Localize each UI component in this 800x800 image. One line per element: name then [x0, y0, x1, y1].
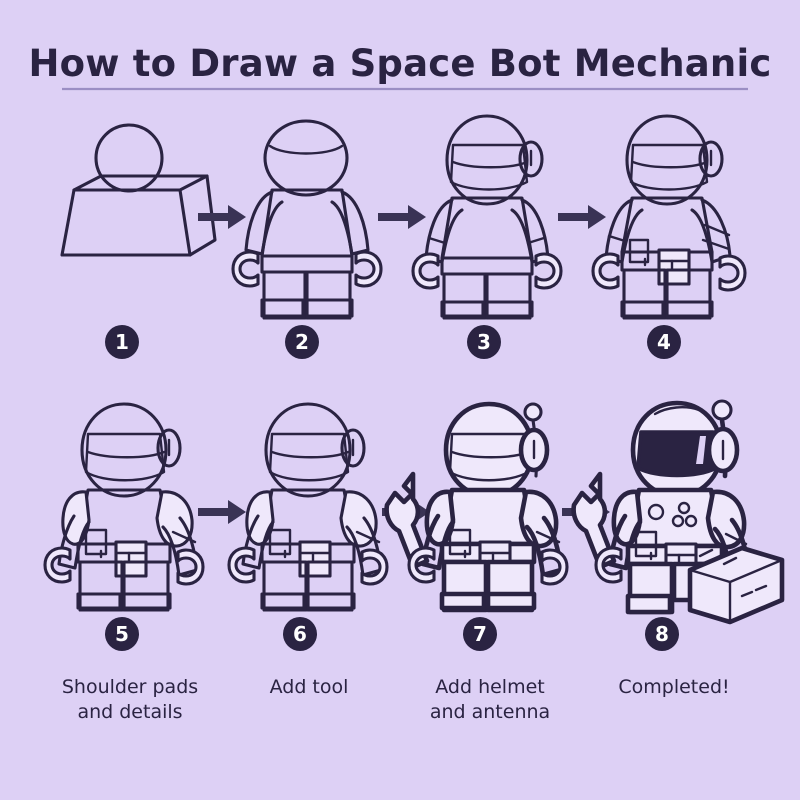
step-6-number: 6 [293, 622, 307, 646]
step-5-badge: 5 [105, 617, 139, 651]
arrow-3 [558, 205, 606, 229]
arrow-4 [198, 500, 246, 524]
step-2-badge: 2 [285, 325, 319, 359]
step-1-badge: 1 [105, 325, 139, 359]
step-2-figure [231, 119, 383, 320]
step-5-figure [43, 402, 205, 612]
step-4-badge: 4 [647, 325, 681, 359]
step-1-figure [60, 123, 217, 257]
step-7-badge: 7 [463, 617, 497, 651]
step-6-caption-line1: Add tool [270, 676, 349, 698]
step-5-number: 5 [115, 622, 129, 646]
wrench-tool-step7 [384, 471, 430, 570]
step-7-caption-line1: Add helmet [435, 676, 544, 698]
step-5-caption-line1: Shoulder pads [62, 676, 198, 698]
step-7-caption-line2: and antenna [430, 701, 550, 723]
step-4-number: 4 [657, 330, 671, 354]
step-3-number: 3 [477, 330, 491, 354]
step-8-badge: 8 [645, 617, 679, 651]
tool-box [687, 545, 785, 625]
step-7-number: 7 [473, 622, 487, 646]
arrow-2 [378, 205, 426, 229]
step-6-figure [227, 402, 389, 612]
step-3-badge: 3 [467, 325, 501, 359]
step-2-number: 2 [295, 330, 309, 354]
arrow-1 [198, 205, 246, 229]
step-1-number: 1 [115, 330, 129, 354]
step-5-caption-line2: and details [77, 701, 182, 723]
step-6-badge: 6 [283, 617, 317, 651]
page-title: How to Draw a Space Bot Mechanic [29, 42, 772, 85]
step-8-number: 8 [655, 622, 669, 646]
step-3-figure [411, 114, 563, 320]
step-4-figure [591, 114, 747, 320]
step-8-figure [571, 399, 785, 625]
step-7-figure [384, 401, 569, 613]
step-8-caption-line1: Completed! [618, 676, 729, 698]
wrench-tool-step8 [571, 471, 617, 570]
